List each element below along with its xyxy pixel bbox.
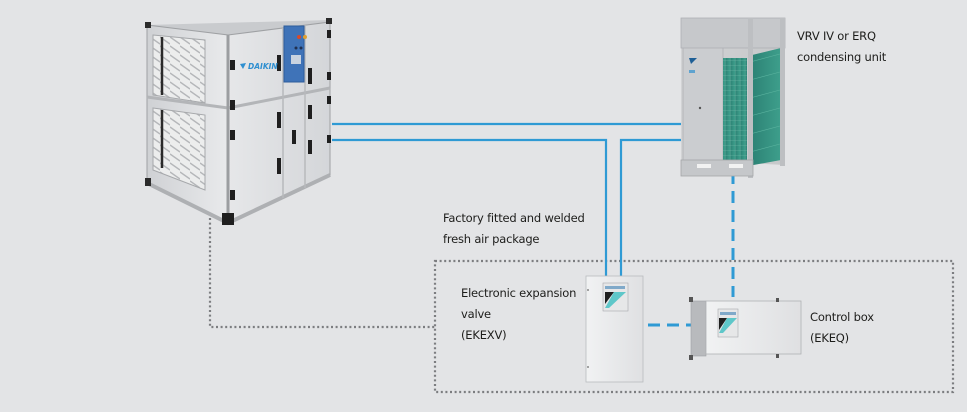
ahu-package-link	[208, 218, 435, 329]
condensing-unit-label-line-1: VRV IV or ERQ	[797, 29, 876, 43]
ahu-control-panel	[283, 25, 307, 83]
condensing-unit-label: VRV IV or ERQ condensing unit	[797, 26, 886, 68]
control-wiring	[648, 172, 735, 327]
cu-daikin-logo	[689, 58, 697, 64]
control-box-daikin-logo	[719, 318, 727, 330]
valve-daikin-logo	[605, 292, 614, 304]
expansion-valve-label-line-3: (EKEXV)	[461, 328, 507, 342]
cu-coil-front	[723, 58, 747, 166]
package-label-line-2: fresh air package	[443, 232, 540, 246]
expansion-valve-label-line-1: Electronic expansion	[461, 286, 577, 300]
ahu-door-handles	[230, 30, 331, 200]
condensing-unit-label-line-2: condensing unit	[797, 50, 887, 64]
package-boundary-box	[433, 259, 955, 394]
expansion-valve-label-line-2: valve	[461, 307, 491, 321]
pipe-lower-left	[332, 138, 608, 276]
package-label: Factory fitted and welded fresh air pack…	[443, 208, 585, 250]
control-box-label-line-1: Control box	[810, 310, 874, 324]
expansion-valve-box[interactable]	[585, 275, 644, 383]
cu-coil-side	[748, 48, 781, 166]
expansion-valve-label: Electronic expansion valve (EKEXV)	[461, 283, 576, 346]
control-box-label: Control box (EKEQ)	[810, 307, 874, 349]
control-box[interactable]	[689, 297, 802, 360]
refrigerant-pipes	[332, 122, 681, 276]
pipe-lower-right	[619, 138, 681, 276]
air-handling-unit[interactable]: DAIKIN	[145, 18, 332, 226]
package-boundary	[208, 218, 955, 394]
package-label-line-1: Factory fitted and welded	[443, 211, 585, 225]
ahu-louvre-upper	[152, 34, 206, 104]
ahu-logo-text: DAIKIN	[248, 62, 278, 71]
ahu-daikin-logo: DAIKIN	[240, 62, 278, 71]
condensing-unit[interactable]	[680, 17, 786, 178]
ahu-louvre-lower	[152, 107, 206, 191]
control-box-label-line-2: (EKEQ)	[810, 331, 849, 345]
